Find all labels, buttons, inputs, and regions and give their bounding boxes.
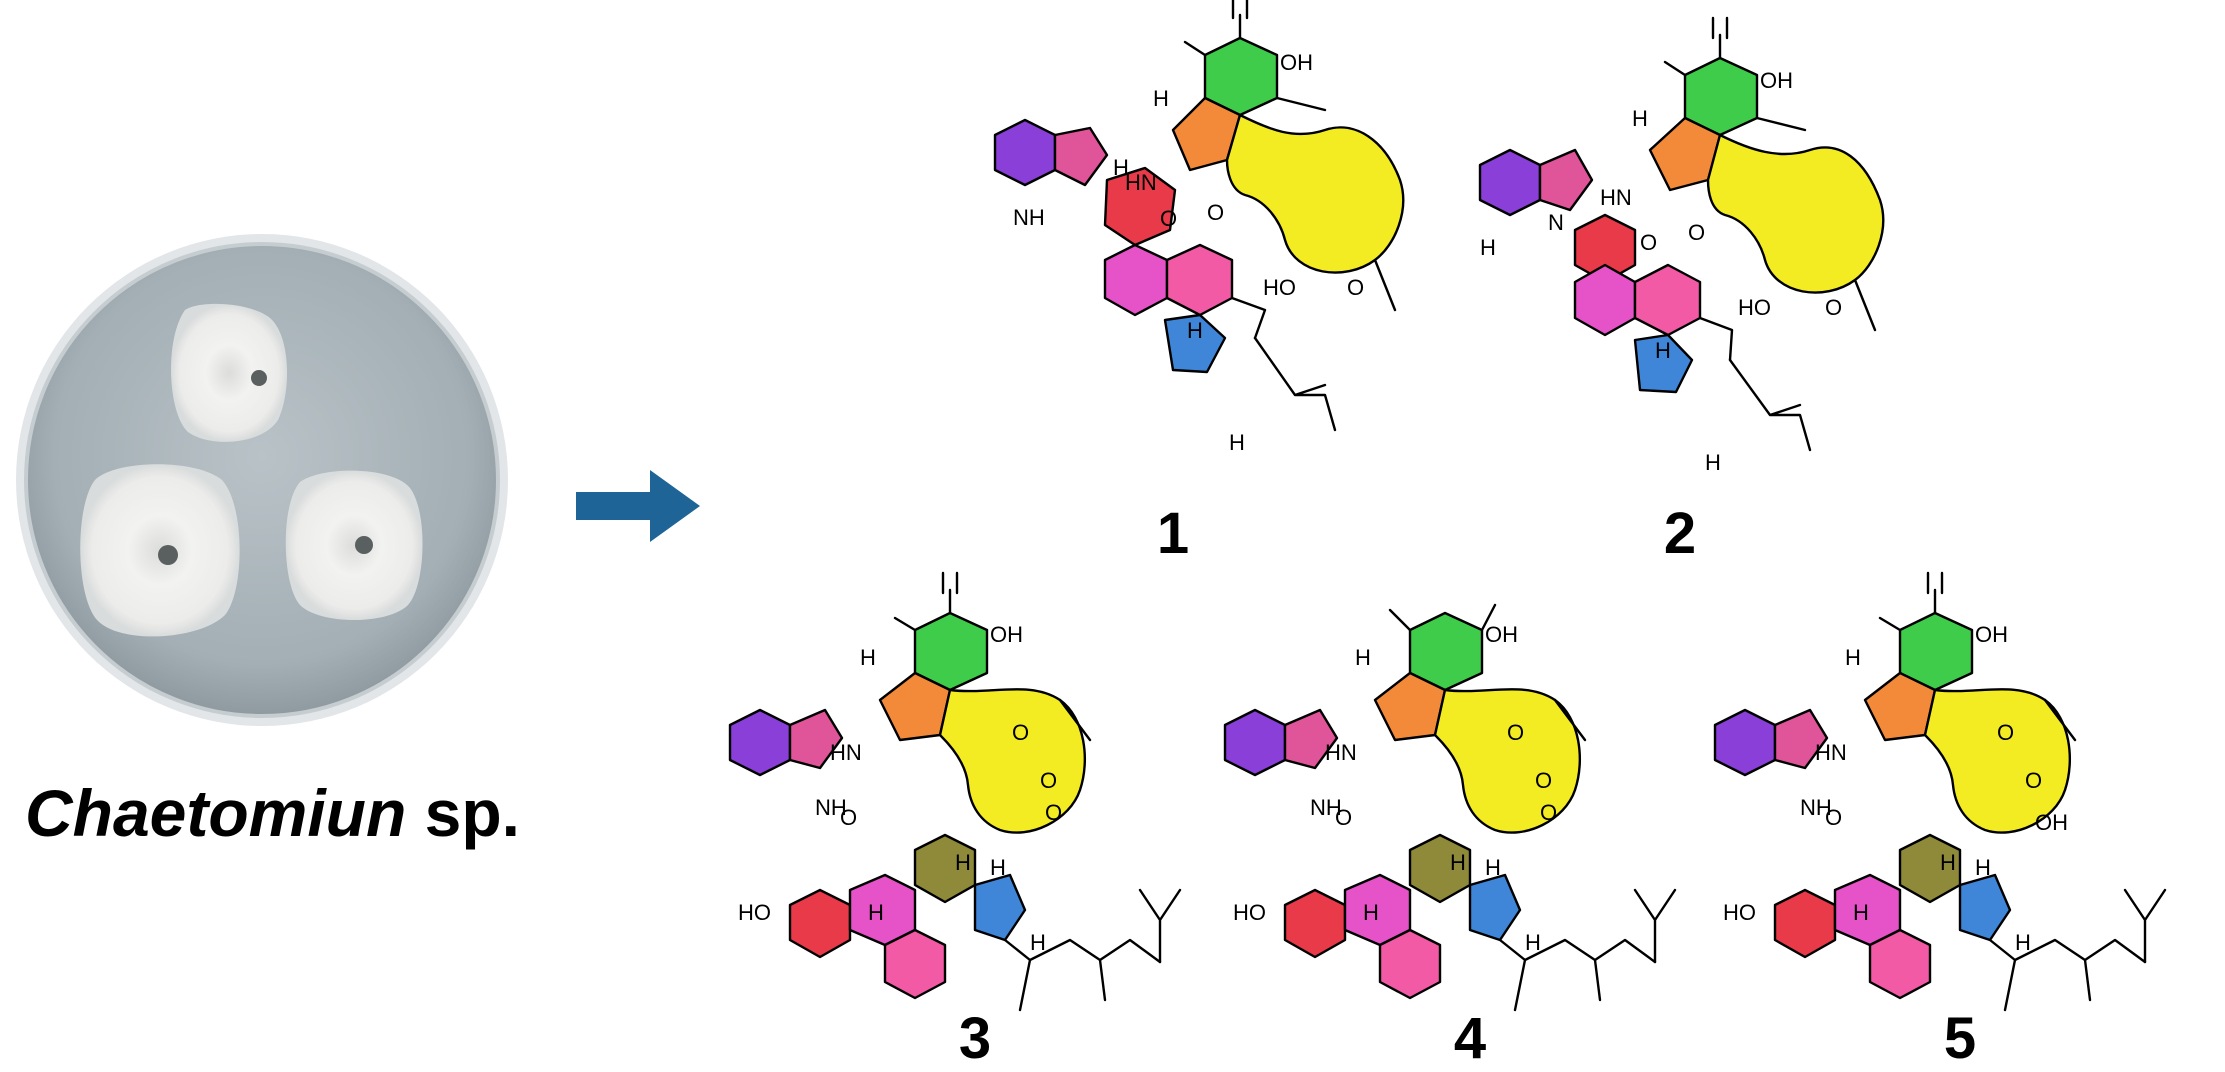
svg-text:N: N — [1548, 210, 1564, 235]
svg-text:OH: OH — [1975, 622, 2008, 647]
svg-text:O: O — [1207, 200, 1224, 225]
organism-suffix: sp. — [406, 776, 521, 850]
svg-text:H: H — [1480, 235, 1496, 260]
svg-text:H: H — [955, 850, 971, 875]
svg-text:HO: HO — [1723, 900, 1756, 925]
svg-text:H: H — [1845, 645, 1861, 670]
svg-text:H: H — [1525, 930, 1541, 955]
svg-text:O: O — [1160, 206, 1177, 231]
svg-text:O: O — [1640, 230, 1657, 255]
svg-text:OH: OH — [2035, 810, 2068, 835]
svg-text:O: O — [1347, 275, 1364, 300]
svg-text:H: H — [1363, 900, 1379, 925]
svg-text:O: O — [1012, 720, 1029, 745]
svg-text:OH: OH — [1485, 622, 1518, 647]
compound-1-structure: OH H NH H HN O O HO O H H — [993, 0, 1405, 455]
svg-text:H: H — [1113, 155, 1129, 180]
svg-text:H: H — [1030, 930, 1046, 955]
svg-text:H: H — [1355, 645, 1371, 670]
svg-text:HO: HO — [1233, 900, 1266, 925]
svg-text:HN: HN — [1125, 170, 1157, 195]
compound-number: 4 — [1453, 1006, 1487, 1071]
svg-text:HN: HN — [1600, 185, 1632, 210]
compound-5-structure: OH H NH HN O O O OH HO H H H H — [1713, 571, 2167, 1012]
svg-text:NH: NH — [1013, 205, 1045, 230]
svg-text:H: H — [1153, 86, 1169, 111]
fungal-colony — [80, 464, 240, 637]
svg-text:OH: OH — [990, 622, 1023, 647]
svg-text:NH: NH — [1800, 795, 1832, 820]
svg-text:HO: HO — [1738, 295, 1771, 320]
svg-text:H: H — [1853, 900, 1869, 925]
fungal-colony — [171, 303, 288, 442]
svg-text:O: O — [1045, 800, 1062, 825]
svg-text:HO: HO — [738, 900, 771, 925]
compound-3-structure: OH H NH HN O O O O HO H H H H — [728, 571, 1182, 1012]
compound-number: 1 — [1156, 501, 1190, 566]
svg-text:H: H — [990, 855, 1006, 880]
svg-text:O: O — [840, 805, 857, 830]
svg-text:OH: OH — [1760, 68, 1793, 93]
svg-text:O: O — [1040, 768, 1057, 793]
svg-text:O: O — [1335, 805, 1352, 830]
svg-text:H: H — [1229, 430, 1245, 455]
svg-text:H: H — [860, 645, 876, 670]
svg-text:H: H — [1632, 106, 1648, 131]
compound-number: 5 — [1943, 1006, 1977, 1071]
svg-text:H: H — [1485, 855, 1501, 880]
svg-text:O: O — [1997, 720, 2014, 745]
compound-4-structure: OH H NH HN O O O O HO H H H H — [1223, 603, 1677, 1012]
svg-text:O: O — [2025, 768, 2042, 793]
svg-text:O: O — [1507, 720, 1524, 745]
svg-text:H: H — [1655, 338, 1671, 363]
svg-text:NH: NH — [1310, 795, 1342, 820]
arrow-icon — [576, 470, 700, 542]
svg-text:H: H — [1705, 450, 1721, 475]
svg-text:O: O — [1825, 295, 1842, 320]
svg-text:HN: HN — [1325, 740, 1357, 765]
svg-text:OH: OH — [1280, 50, 1313, 75]
svg-text:O: O — [1540, 800, 1557, 825]
svg-text:H: H — [2015, 930, 2031, 955]
svg-text:HN: HN — [830, 740, 862, 765]
compound-2-structure: OH H N H HN O O HO O H H — [1478, 16, 1885, 475]
organism-label: Chaetomiun sp. — [0, 775, 545, 851]
svg-text:O: O — [1825, 805, 1842, 830]
svg-text:NH: NH — [815, 795, 847, 820]
svg-text:HO: HO — [1263, 275, 1296, 300]
svg-text:H: H — [1187, 318, 1203, 343]
svg-text:O: O — [1535, 768, 1552, 793]
compound-number: 3 — [958, 1006, 992, 1071]
fungal-colony — [285, 470, 423, 620]
organism-genus: Chaetomiun — [24, 776, 407, 850]
svg-text:H: H — [1940, 850, 1956, 875]
compound-number: 2 — [1663, 501, 1697, 566]
svg-text:H: H — [1450, 850, 1466, 875]
svg-text:H: H — [1975, 855, 1991, 880]
petri-dish — [16, 234, 508, 726]
svg-text:O: O — [1688, 220, 1705, 245]
svg-text:HN: HN — [1815, 740, 1847, 765]
svg-text:H: H — [868, 900, 884, 925]
